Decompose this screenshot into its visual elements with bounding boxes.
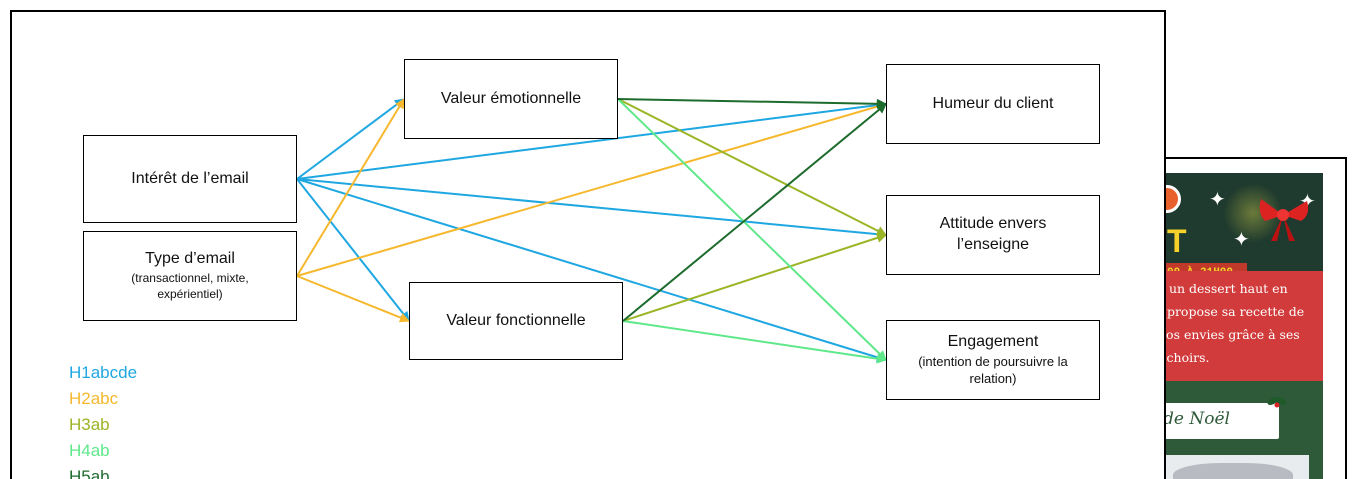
- preview-hours: 00 À 21H00: [1163, 263, 1247, 271]
- legend-item-h5: H5ab: [69, 467, 110, 479]
- preview-line: vos envies grâce à ses: [1161, 327, 1300, 342]
- preview-banner: ✦ ✦ ✦ T 00 À 21H00: [1163, 173, 1323, 271]
- preview-banner-letter: T: [1167, 223, 1187, 259]
- node-type-sub1: (transactionnel, mixte,: [131, 271, 249, 286]
- node-engagement-label: Engagement: [947, 333, 1039, 351]
- preview-photo-dessert: [1173, 463, 1293, 479]
- edge-interet-to-humeur: [296, 100, 887, 180]
- preview-line: r un dessert haut en: [1161, 281, 1288, 296]
- sparkle-icon: ✦: [1233, 229, 1250, 251]
- legend-item-h2: H2abc: [69, 389, 119, 408]
- hypothesis-legend: H1abcde H2abc H3ab H4ab H5ab: [69, 360, 137, 479]
- node-interet: Intérêt de l’email: [83, 135, 297, 223]
- diagram-edges: [296, 98, 887, 364]
- holly-icon: [1267, 397, 1287, 408]
- preview-body-text: r un dessert haut en , propose sa recett…: [1163, 277, 1319, 369]
- legend-item-h1: H1abcde: [69, 363, 138, 382]
- logo-icon: [1163, 185, 1181, 213]
- edge-interet-to-fonction: [296, 178, 410, 322]
- node-engagement-sub1: (intention de poursuivre la: [918, 353, 1068, 369]
- node-emotion-label: Valeur émotionnelle: [440, 89, 582, 107]
- node-interet-label: Intérêt de l’email: [131, 169, 249, 187]
- edge-interet-to-engagement: [296, 178, 887, 363]
- edge-interet-to-attitude: [296, 178, 887, 240]
- legend-item-h3: H3ab: [69, 415, 110, 434]
- node-attitude: Attitude envers l’enseigne: [886, 195, 1100, 275]
- edge-emotion-to-attitude: [617, 98, 887, 236]
- preview-card-title: de Noël: [1163, 409, 1230, 429]
- edge-type-to-fonction: [296, 275, 410, 323]
- node-type: Type d’email (transactionnel, mixte, exp…: [83, 231, 297, 321]
- node-fonction-label: Valeur fonctionnelle: [446, 311, 586, 329]
- node-engagement-sub2: relation): [969, 371, 1017, 387]
- node-type-label: Type d’email: [145, 250, 235, 268]
- bow-icon: [1259, 199, 1309, 241]
- edge-type-to-humeur: [296, 101, 887, 277]
- node-fonction: Valeur fonctionnelle: [409, 282, 623, 360]
- node-attitude-line2: l’enseigne: [956, 236, 1030, 253]
- preview-line: ochoirs.: [1161, 350, 1210, 365]
- email-preview: ✦ ✦ ✦ T 00 À 21H00 r un dessert haut en …: [1161, 157, 1347, 479]
- preview-line: , propose sa recette de: [1161, 304, 1305, 319]
- preview-red-section: [1163, 271, 1323, 381]
- preview-card: [1163, 403, 1279, 439]
- node-attitude-line1: Attitude envers: [939, 215, 1047, 233]
- edge-emotion-to-engagement: [617, 98, 887, 361]
- edge-fonction-to-humeur: [622, 103, 887, 322]
- diagram-slide: Intérêt de l’email Type d’email (transac…: [10, 10, 1166, 479]
- node-emotion: Valeur émotionnelle: [404, 59, 618, 139]
- edge-fonction-to-engagement: [622, 320, 887, 364]
- edge-type-to-emotion: [296, 98, 405, 277]
- node-type-sub2: expérientiel): [157, 287, 223, 302]
- edge-interet-to-emotion: [296, 98, 405, 180]
- legend-item-h4: H4ab: [69, 441, 110, 460]
- sparkle-icon: ✦: [1209, 189, 1226, 211]
- node-engagement: Engagement (intention de poursuivre la r…: [886, 320, 1100, 400]
- edge-fonction-to-attitude: [622, 233, 887, 322]
- edge-emotion-to-humeur: [617, 98, 887, 109]
- node-humeur-label: Humeur du client: [932, 94, 1054, 112]
- node-humeur: Humeur du client: [886, 64, 1100, 144]
